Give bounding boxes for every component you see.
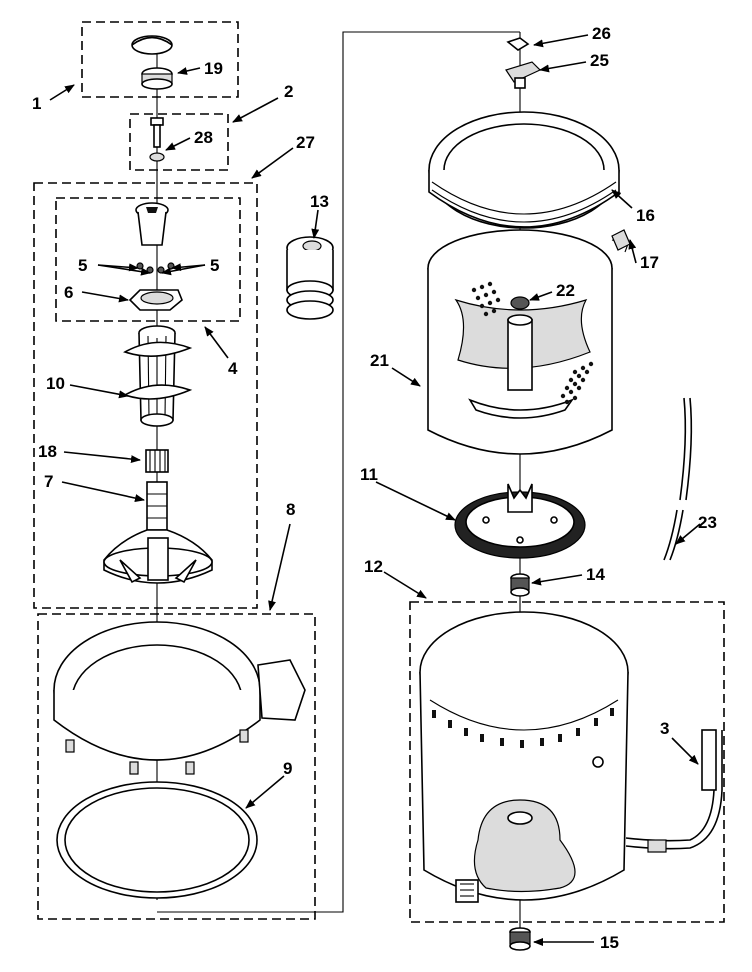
leader-arrows	[49, 34, 701, 946]
part-16-balance-ring	[428, 111, 620, 229]
label-part-25: 25	[590, 51, 609, 70]
part-15-nut	[509, 927, 531, 951]
label-part-1: 1	[32, 94, 41, 113]
label-part-17: 17	[640, 253, 659, 272]
label-part-8: 8	[286, 500, 295, 519]
part-11-hub	[454, 483, 586, 559]
part-9-gasket	[56, 781, 258, 899]
label-part-22: 22	[556, 281, 575, 300]
part-23-tube	[663, 397, 693, 561]
label-part-13: 13	[310, 192, 329, 211]
group-box-8	[37, 613, 316, 920]
part-18-coupling	[145, 449, 169, 473]
connector-line	[157, 31, 520, 913]
label-part-9: 9	[283, 759, 292, 778]
label-part-12: 12	[364, 557, 383, 576]
group-box-27	[33, 182, 258, 609]
part-3-hose	[625, 729, 723, 853]
group-box-4	[55, 197, 241, 322]
label-part-26: 26	[592, 24, 611, 43]
label-part-16: 16	[636, 206, 655, 225]
part-7-agitator-base	[103, 481, 213, 584]
label-part-14: 14	[586, 565, 605, 584]
part-12-outer-tub	[419, 611, 629, 903]
part-19-cap	[131, 35, 173, 90]
label-part-27: 27	[296, 133, 315, 152]
part-28-bolt	[149, 117, 165, 162]
label-part-5-right: 5	[210, 256, 219, 275]
part-8-tub-ring	[53, 621, 306, 775]
label-part-3: 3	[660, 719, 669, 738]
part-10-auger	[123, 325, 193, 427]
label-part-10: 10	[46, 374, 65, 393]
label-part-7: 7	[44, 472, 53, 491]
label-part-15: 15	[600, 933, 619, 952]
part-14-nut	[510, 573, 530, 597]
label-part-6: 6	[64, 283, 73, 302]
label-part-5-left: 5	[78, 256, 87, 275]
group-box-12	[409, 601, 725, 923]
label-part-18: 18	[38, 442, 57, 461]
part-4-assembly	[128, 202, 183, 311]
label-part-2: 2	[284, 82, 293, 101]
label-part-21: 21	[370, 351, 389, 370]
group-box-2	[129, 113, 229, 171]
part-21-basket	[427, 229, 629, 455]
label-part-4: 4	[228, 359, 238, 378]
part-13-seal	[286, 236, 334, 320]
label-part-28: 28	[194, 128, 213, 147]
label-part-11: 11	[360, 465, 378, 484]
label-part-23: 23	[698, 513, 717, 532]
group-box-1	[81, 21, 239, 98]
label-part-19: 19	[204, 59, 223, 78]
